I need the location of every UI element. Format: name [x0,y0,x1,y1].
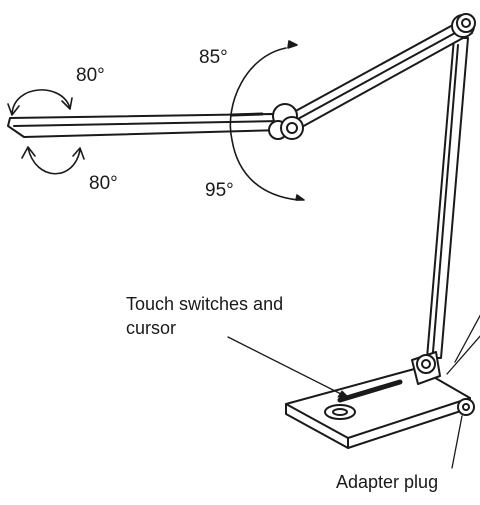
adapter-plug-label: Adapter plug [336,472,439,492]
support-arm [426,37,469,359]
top-hinge [451,13,476,38]
arm-tilt-up-label: 85° [199,47,228,68]
adapter-leader-bottom [451,415,463,469]
touch-switches-line-1: Touch switches and [126,294,284,314]
upper-arm [291,19,473,129]
head-rotation-up-arrow [7,89,73,116]
arm-tilt-arrow [229,40,305,201]
lamp-head [7,112,287,138]
head-rotation-down-arrow [21,146,85,175]
callout-lines [227,314,480,469]
touch-switches-label: Touch switches and cursor [126,292,283,340]
touch-switch-leader [227,336,346,397]
adapter-leader-lower [446,335,480,375]
head-rotation-up-label: 80° [76,65,105,86]
arm-tilt-down-label: 95° [205,180,234,201]
base-hinge [411,351,441,385]
adapter-leader-upper [454,314,480,363]
lamp-base [285,367,475,449]
head-hinge [268,103,304,140]
head-rotation-down-label: 80° [89,173,118,194]
touch-switches-line-2: cursor [126,318,177,338]
